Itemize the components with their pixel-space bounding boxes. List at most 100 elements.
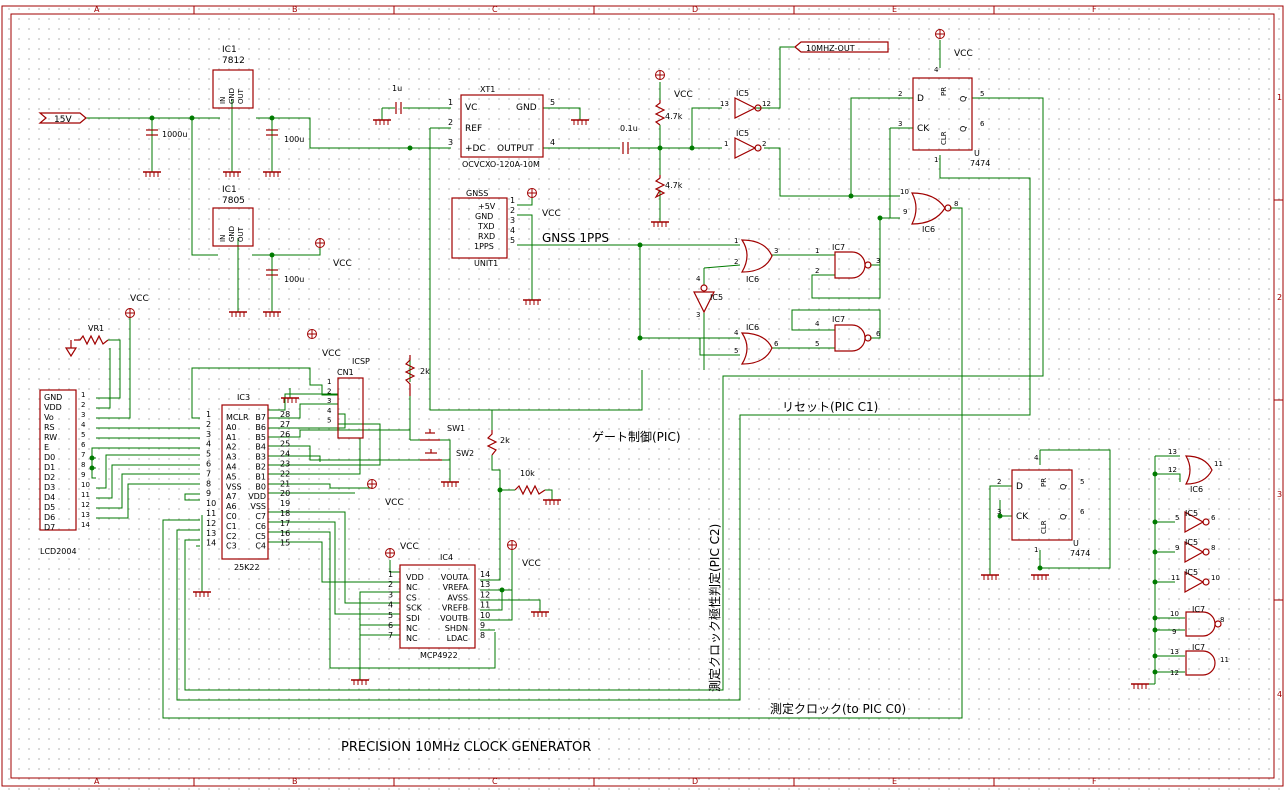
spare-ic7c-in10: 10	[1170, 610, 1179, 618]
reg2-pin-gnd: GND	[228, 226, 236, 242]
flipflop-7474-a	[912, 77, 973, 151]
lcd-pin-number-13: 13	[81, 511, 90, 519]
ff1-pin-ck: CK	[917, 124, 930, 134]
connector-cn1	[337, 377, 364, 439]
ff1-pin-clr: CLR	[940, 131, 948, 145]
ic3-right-pin-14: C4	[255, 542, 266, 551]
vcc-label-cn1: VCC	[322, 349, 341, 359]
cap-0-1u-label: 0.1u	[620, 124, 638, 133]
gnss-title: GNSS	[466, 189, 488, 198]
ic4-right-pin-3: AVSS	[447, 593, 468, 602]
cn1-label: ICSP	[352, 357, 370, 366]
ic3-right-pin-3: B5	[255, 433, 266, 442]
cn1-ref: CN1	[337, 368, 354, 377]
nand-gate-ic7-a	[834, 251, 872, 279]
ic3-ref: IC3	[237, 393, 250, 402]
gnss-num-3: 3	[510, 216, 515, 225]
ic3-left-pin-num-7: 7	[206, 469, 211, 478]
ic7-label-d: IC7	[1192, 643, 1205, 652]
ic4-left-pin-1: VDD	[406, 573, 424, 582]
net-meas-clock: 測定クロック(to PIC C0)	[770, 701, 906, 716]
lcd-pin-label-9: D2	[44, 473, 55, 482]
xt1-pin-out: OUTPUT	[497, 144, 534, 154]
ic3-right-pin-num-14: 15	[280, 539, 290, 548]
junctions	[89, 115, 1158, 675]
spare-ic5f-in11: 11	[1171, 574, 1180, 582]
ic3-right-pin-4: B4	[255, 443, 266, 452]
or-gate-ic6-c	[911, 192, 946, 225]
ground-symbols	[142, 119, 1150, 690]
ff2-u: U	[1073, 539, 1079, 548]
vcc-label-dac: VCC	[400, 542, 419, 552]
ic3-left-pin-1: MCLR	[226, 413, 249, 422]
lcd-pin-number-4: 4	[81, 421, 86, 429]
regulator-7812	[212, 69, 254, 109]
lcd-pin-label-6: E	[44, 443, 49, 452]
ic6-label-a: IC6	[746, 275, 759, 284]
ic3-right-pin-num-6: 23	[280, 460, 290, 469]
lcd-pin-number-9: 9	[81, 471, 85, 479]
row-label-4: 4	[1277, 690, 1282, 699]
ic5-label-a: IC5	[736, 89, 749, 98]
pin-num-ic7b-in1: 4	[815, 320, 820, 328]
net-reset: リセット(PIC C1)	[782, 400, 878, 414]
cn1-pin-num-1: 1	[327, 378, 331, 386]
lcd-pin-number-10: 10	[81, 481, 90, 489]
spare-ic6-out11: 11	[1214, 460, 1223, 468]
pin-num-ic5a-out: 12	[762, 100, 771, 108]
ic3-left-pin-4: A2	[226, 443, 237, 452]
or-gate-ic6-b	[740, 332, 773, 365]
oscillator-xt1	[460, 94, 544, 158]
inverter-ic5-b	[734, 137, 762, 159]
ic3-right-pin-9: VDD	[248, 492, 266, 501]
lcd-pin-number-6: 6	[81, 441, 86, 449]
xt1-num-2: 2	[448, 118, 453, 127]
ic4-right-pin-6: SHDN	[445, 624, 468, 633]
xt1-ref: XT1	[480, 85, 495, 94]
sheet-frame	[1, 5, 1284, 787]
lcd2004	[39, 389, 77, 531]
ic3-right-pin-num-7: 22	[280, 469, 290, 478]
inverter-ic5-f	[1184, 570, 1210, 594]
lcd-pin-number-5: 5	[81, 431, 85, 439]
pic-ic3-25k22	[221, 404, 269, 560]
ff1-num-pr: 4	[934, 66, 939, 74]
ic3-right-pin-13: C5	[255, 532, 266, 541]
spare-ic7d-out11: 11	[1220, 656, 1229, 664]
ic4-left-pin-5: SDI	[406, 614, 420, 623]
ic3-left-pin-num-4: 4	[206, 440, 211, 449]
gnss-unit-name: UNIT1	[474, 259, 498, 268]
port-15v	[38, 112, 87, 124]
pin-num-ic7a-out: 3	[876, 257, 880, 265]
ff1-num-clr: 1	[934, 156, 938, 164]
ic3-right-pin-7: B1	[255, 472, 266, 481]
ic3-right-pin-2: B6	[255, 423, 266, 432]
pin-num-ic6a-in1: 1	[734, 237, 738, 245]
ic3-left-pins: MCLRA0A1A2A3A4A5VSSA7A6C0C1C2C3123456789…	[206, 410, 249, 551]
resistor-10k	[514, 484, 546, 496]
col-label-a: A	[94, 5, 100, 14]
spare-ic7c-out8: 8	[1220, 616, 1224, 624]
cap-0-1u	[622, 142, 629, 154]
nand-gate-ic7-b	[834, 324, 872, 352]
ic4-left-pin-num-6: 6	[388, 621, 393, 630]
gnss-num-5: 5	[510, 236, 515, 245]
dac-ic4-mcp4922	[399, 564, 476, 649]
page-title: PRECISION 10MHz CLOCK GENERATOR	[341, 740, 591, 755]
resistor-2k-b	[486, 430, 498, 456]
cap-100u-b-label: 100u	[284, 275, 304, 284]
ic3-left-pin-num-3: 3	[206, 430, 211, 439]
ff1-num-q: 5	[980, 90, 984, 98]
lcd-pin-number-12: 12	[81, 501, 90, 509]
ic3-left-pin-num-12: 12	[206, 519, 216, 528]
cap-100u-b	[266, 269, 278, 276]
ic3-right-pin-num-5: 24	[280, 450, 290, 459]
pin-num-ic6a-out: 3	[774, 247, 778, 255]
ic3-left-pin-num-9: 9	[206, 489, 211, 498]
ic4-right-pin-2: VREFA	[443, 583, 469, 592]
ic4-value: MCP4922	[420, 651, 458, 660]
ic3-right-pin-11: C7	[255, 512, 266, 521]
ic4-left-pin-num-2: 2	[388, 580, 393, 589]
